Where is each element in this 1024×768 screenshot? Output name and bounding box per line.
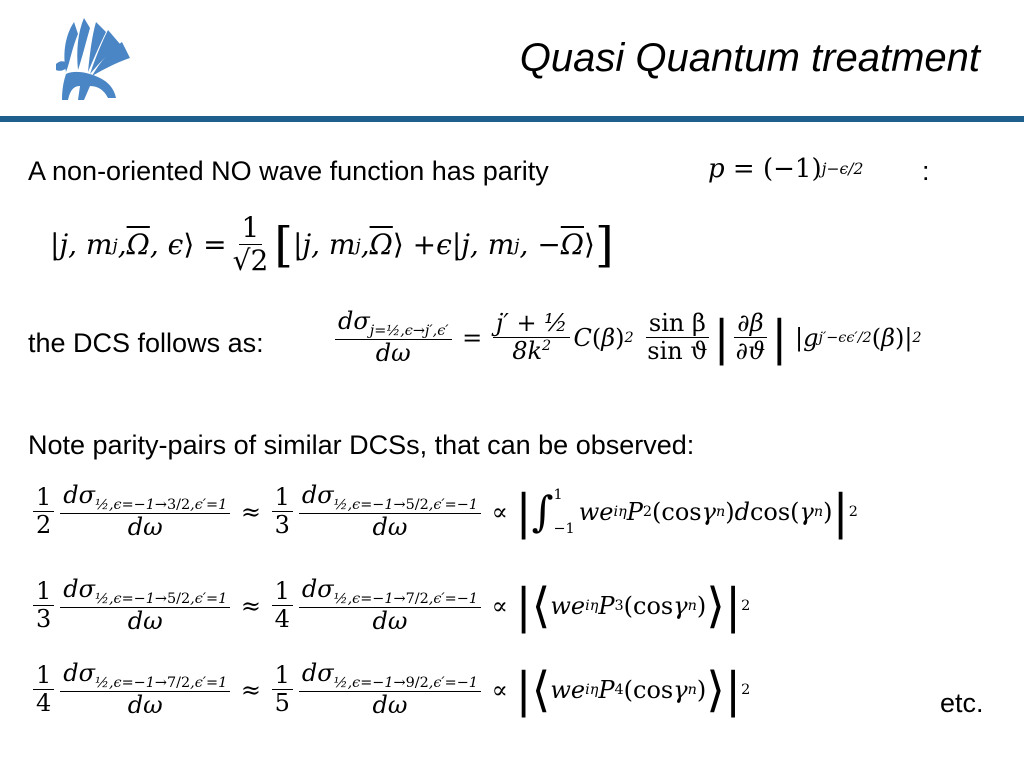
slide-title: Quasi Quantum treatment — [519, 36, 980, 80]
title-divider — [0, 116, 1024, 122]
intro-text: A non-oriented NO wave function has pari… — [28, 156, 549, 186]
note-text: Note parity-pairs of similar DCSs, that … — [28, 430, 695, 460]
dcs-label: the DCS follows as: — [28, 328, 264, 358]
parity-formula: p = (−1)j−ϵ/2 — [708, 154, 864, 184]
intro-colon: : — [922, 156, 930, 186]
griffin-logo-icon — [56, 18, 130, 100]
etc-text: etc. — [940, 688, 984, 718]
